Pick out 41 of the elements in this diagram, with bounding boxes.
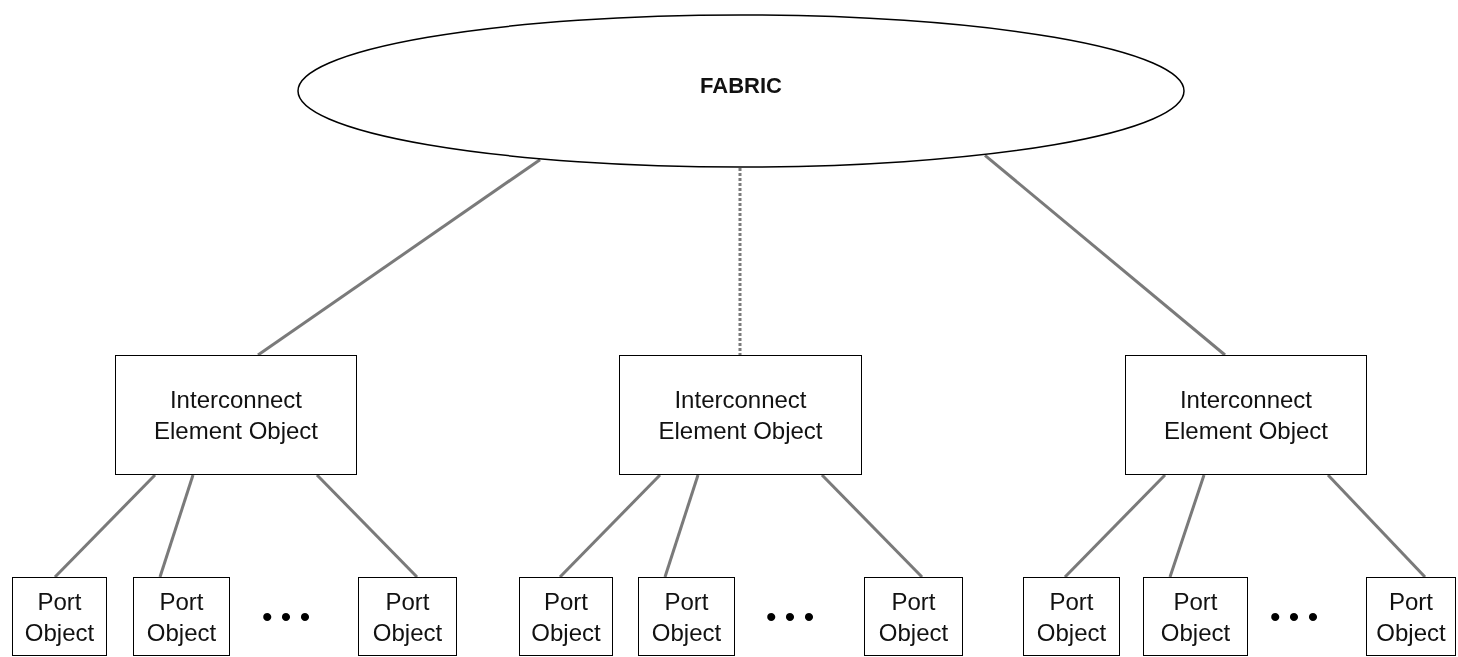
port-box: [358, 577, 457, 656]
connector-line: [663, 474, 700, 578]
ellipsis-dots: • • •: [766, 600, 815, 634]
connector-line: [738, 168, 742, 355]
element-box: [1125, 355, 1367, 475]
connector-line: [257, 158, 541, 357]
port-box: [864, 577, 963, 656]
node-label: Port Object: [877, 586, 950, 648]
ellipsis-dots: • • •: [262, 600, 311, 634]
port-box: [519, 577, 613, 656]
element-box: [115, 355, 357, 475]
connector-line: [1168, 474, 1206, 578]
element-box: [619, 355, 862, 475]
port-box: [1023, 577, 1120, 656]
ellipsis-dots: • • •: [1270, 600, 1319, 634]
port-box: [12, 577, 107, 656]
node-label: Port Object: [1375, 586, 1447, 648]
port-box: [1366, 577, 1456, 656]
node-label: Port Object: [1035, 586, 1108, 648]
node-label: Port Object: [145, 586, 218, 648]
connector-line: [158, 474, 195, 578]
connector-line: [315, 473, 419, 579]
node-label: Port Object: [530, 586, 602, 648]
port-box: [1143, 577, 1248, 656]
port-box: [133, 577, 230, 656]
connector-line: [53, 473, 157, 579]
connector-line: [1063, 473, 1167, 579]
node-label: Port Object: [650, 586, 723, 648]
fabric-ellipse: [297, 14, 1185, 168]
connector-line: [1326, 473, 1427, 579]
connector-line: [984, 154, 1226, 357]
port-box: [638, 577, 735, 656]
connector-line: [820, 473, 924, 579]
node-label: Port Object: [371, 586, 444, 648]
node-label: Port Object: [1159, 586, 1232, 648]
connector-line: [558, 473, 662, 579]
node-label: Interconnect Element Object: [152, 385, 320, 446]
node-label: Interconnect Element Object: [657, 385, 824, 446]
title-text: FABRIC: [700, 71, 782, 100]
node-label: Interconnect Element Object: [1162, 385, 1330, 446]
node-label: Port Object: [23, 586, 96, 648]
